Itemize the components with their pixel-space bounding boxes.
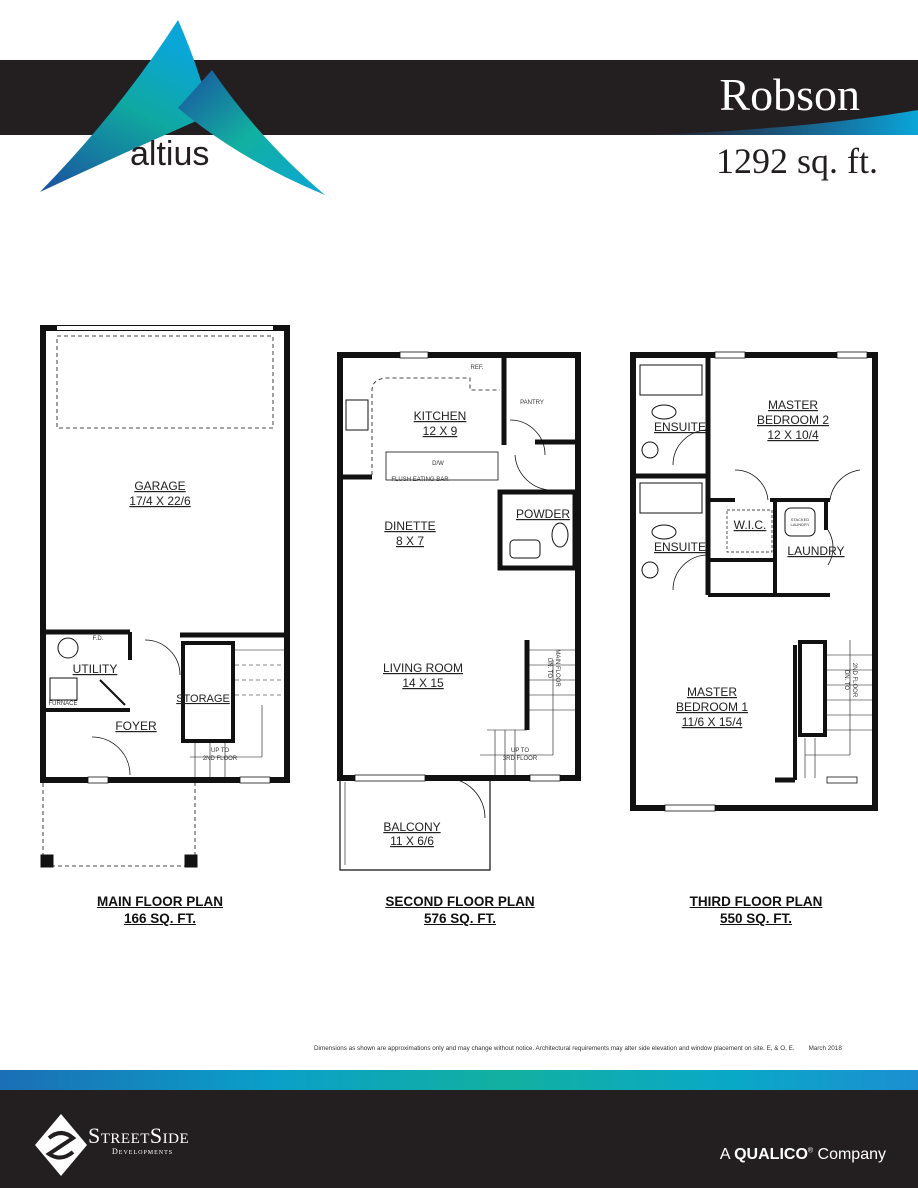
master-bedroom-2-dim: 12 X 10/4	[767, 428, 819, 442]
disclaimer-text: Dimensions as shown are approximations o…	[314, 1045, 795, 1052]
utility-label: UTILITY	[73, 662, 118, 676]
garage-dim: 17/4 X 22/6	[129, 494, 191, 508]
second-stair-dn-2: MAIN FLOOR	[554, 649, 560, 687]
third-stair-dn-2: 2ND FLOOR	[851, 663, 857, 698]
qualico-logo-text: QUALICO	[734, 1146, 808, 1163]
main-stair-label-1: UP TO	[211, 748, 229, 754]
stacked-laundry-2: LAUNDRY	[790, 522, 809, 527]
main-stair-label-2: 2ND FLOOR	[203, 756, 238, 762]
kitchen-label: KITCHEN	[414, 409, 467, 423]
developer-name: StreetSide	[88, 1123, 190, 1148]
powder-label: POWDER	[516, 507, 570, 521]
third-stair-dn-1: DN. TO	[843, 670, 849, 690]
second-floor-area: 576 SQ. FT.	[423, 911, 497, 926]
second-floor-caption: SECOND FLOOR PLAN 576 SQ. FT.	[350, 893, 570, 927]
third-floor-area: 550 SQ. FT.	[719, 911, 793, 926]
dinette-label: DINETTE	[384, 519, 435, 533]
main-floor-area: 166 SQ. FT.	[123, 911, 197, 926]
floor-drain-label: F.D.	[93, 636, 104, 642]
wic-label: W.I.C.	[734, 518, 767, 532]
balcony-dim: 11 X 6/6	[390, 834, 434, 848]
main-floor-plan	[40, 325, 290, 868]
footer	[0, 1090, 918, 1188]
disclaimer: Dimensions as shown are approximations o…	[314, 1045, 842, 1052]
stacked-laundry-1: STACKED	[791, 517, 810, 522]
third-floor-caption: THIRD FLOOR PLAN 550 SQ. FT.	[646, 893, 866, 927]
second-floor-plan	[337, 352, 581, 871]
eating-bar-label: FLUSH EATING BAR	[391, 477, 449, 483]
master-bedroom-1-label-2: BEDROOM 1	[676, 700, 748, 714]
balcony-label: BALCONY	[383, 820, 440, 834]
total-area: 1292 sq. ft.	[716, 141, 878, 181]
ref-label: REF.	[470, 365, 483, 371]
developer-subtitle: Developments	[112, 1147, 174, 1156]
second-stair-dn-1: DN. TO	[546, 658, 552, 678]
storage-label: STORAGE	[176, 693, 230, 705]
second-stair-up-2: 3RD FLOOR	[503, 756, 538, 762]
master-bedroom-1-dim: 11/6 X 15/4	[682, 715, 743, 729]
ensuite-1-label: ENSUITE	[654, 420, 706, 434]
model-name: Robson	[719, 69, 860, 120]
laundry-label: LAUNDRY	[787, 544, 844, 558]
foyer-label: FOYER	[115, 719, 157, 733]
floor-plans: GARAGE 17/4 X 22/6 UTILITY F.D. FURNACE …	[40, 325, 878, 871]
garage-label: GARAGE	[134, 479, 185, 493]
ensuite-2-label: ENSUITE	[654, 540, 706, 554]
second-floor-title: SECOND FLOOR PLAN	[385, 894, 535, 909]
kitchen-dim: 12 X 9	[423, 424, 458, 438]
registered-mark: ®	[807, 1147, 814, 1155]
master-bedroom-1-label-1: MASTER	[687, 685, 737, 699]
parent-prefix: A	[719, 1146, 730, 1163]
altius-logo	[40, 20, 918, 195]
second-stair-up-1: UP TO	[511, 748, 529, 754]
streetside-logo-icon	[35, 1114, 87, 1176]
living-room-dim: 14 X 15	[402, 676, 444, 690]
living-room-label: LIVING ROOM	[383, 661, 463, 675]
parent-suffix: Company	[817, 1146, 886, 1163]
gradient-strip	[0, 1070, 918, 1090]
master-bedroom-2-label-2: BEDROOM 2	[757, 413, 829, 427]
parent-company: A QUALICO® Company	[720, 1146, 886, 1164]
main-floor-caption: MAIN FLOOR PLAN 166 SQ. FT.	[50, 893, 270, 927]
dinette-dim: 8 X 7	[396, 534, 424, 548]
dishwasher-label: D/W	[432, 461, 444, 467]
pantry-label: PANTRY	[520, 400, 544, 406]
third-floor-plan	[630, 352, 878, 811]
date: March 2018	[808, 1045, 842, 1052]
brand-name: altius	[130, 135, 210, 173]
third-floor-title: THIRD FLOOR PLAN	[689, 894, 823, 909]
furnace-label: FURNACE	[48, 701, 77, 707]
main-floor-title: MAIN FLOOR PLAN	[97, 894, 223, 909]
master-bedroom-2-label-1: MASTER	[768, 398, 818, 412]
